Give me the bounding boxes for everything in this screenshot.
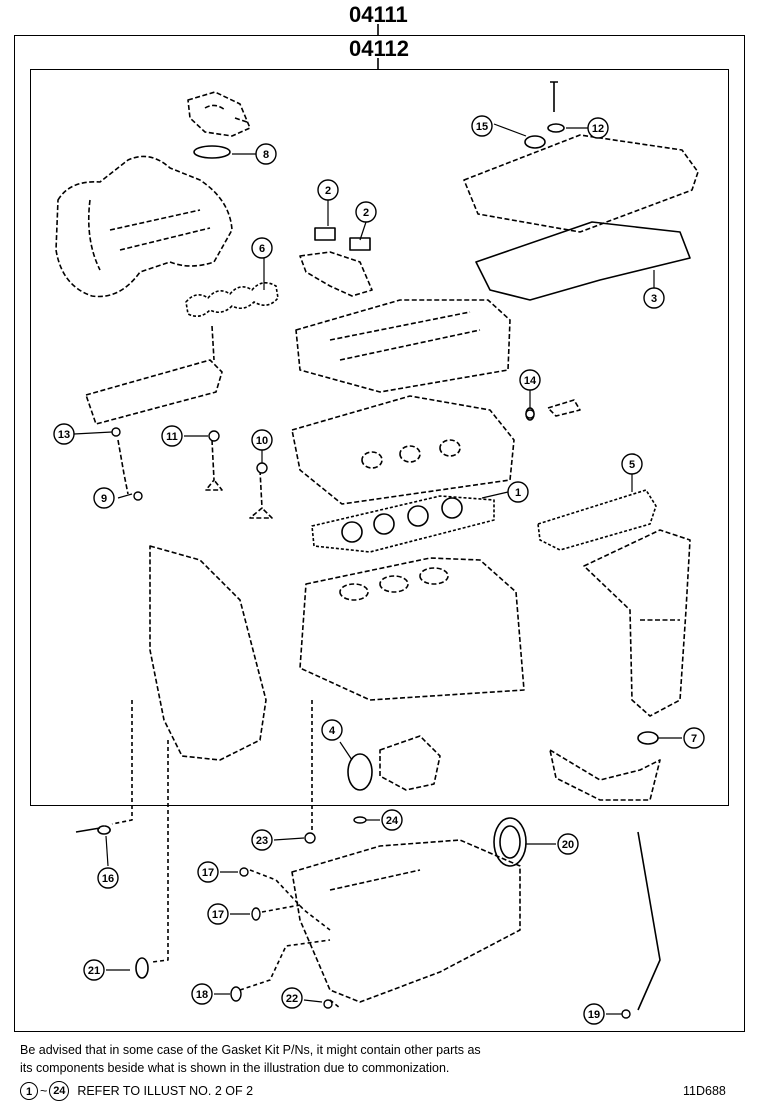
svg-text:8: 8	[263, 149, 269, 161]
callout-23: 23	[251, 829, 273, 851]
callout-7: 7	[683, 727, 705, 749]
svg-text:7: 7	[691, 733, 697, 745]
svg-text:23: 23	[256, 835, 268, 847]
callout-19: 19	[583, 1003, 605, 1025]
callout-21: 21	[83, 959, 105, 981]
svg-text:17: 17	[202, 867, 214, 879]
callout-4: 4	[321, 719, 343, 741]
svg-text:14: 14	[524, 375, 537, 387]
small-gasket-2b-drawing	[349, 237, 371, 251]
svg-text:22: 22	[286, 993, 298, 1005]
callout-13: 13	[53, 423, 75, 445]
vvt-actuator-drawing	[299, 251, 373, 297]
callout-9: 9	[93, 487, 115, 509]
svg-text:16: 16	[102, 873, 114, 885]
svg-text:3: 3	[651, 293, 657, 305]
cylinder-head-drawing	[291, 395, 515, 505]
ref-end-callout: 24	[49, 1081, 70, 1101]
assembly-part-number-04112: 04112	[349, 36, 409, 61]
inner-kit-frame	[30, 69, 729, 806]
callout-17b: 17	[207, 903, 229, 925]
callout-16: 16	[97, 867, 119, 889]
ref-start-callout: 1	[20, 1082, 38, 1100]
exhaust-manifold-gasket-drawing	[537, 489, 657, 551]
reference-line: 1 ~ 24 REFER TO ILLUST NO. 2 OF 2	[20, 1081, 253, 1101]
svg-text:10: 10	[256, 435, 268, 447]
throttle-body-drawing	[187, 91, 251, 137]
svg-text:20: 20	[562, 839, 574, 851]
water-inlet-drawing	[379, 735, 441, 791]
fuel-rail-drawing	[85, 325, 223, 425]
callout-6: 6	[251, 237, 273, 259]
svg-text:21: 21	[88, 965, 100, 977]
exhaust-front-pipe-drawing	[549, 749, 661, 801]
svg-text:11: 11	[166, 431, 178, 443]
svg-text:4: 4	[329, 725, 336, 737]
callout-15: 15	[471, 115, 493, 137]
cylinder-block-drawing	[299, 557, 525, 701]
timing-chain-cover-drawing	[149, 545, 267, 761]
callout-18: 18	[191, 983, 213, 1005]
callout-10: 10	[251, 429, 273, 451]
commonization-note-line-1: Be advised that in some case of the Gask…	[20, 1043, 481, 1057]
svg-text:2: 2	[363, 207, 369, 219]
camshaft-bearing-caps-drawing	[295, 299, 511, 393]
intake-valve-drawing	[205, 439, 223, 491]
svg-text:1: 1	[515, 487, 521, 499]
callout-24: 24	[381, 809, 403, 831]
svg-text:12: 12	[592, 123, 604, 135]
svg-text:5: 5	[629, 459, 635, 471]
svg-text:13: 13	[58, 429, 70, 441]
callout-2b: 2	[355, 201, 377, 223]
ref-separator: ~	[40, 1084, 48, 1098]
exhaust-valve-drawing	[249, 469, 273, 519]
exhaust-manifold-catalyst-drawing	[583, 529, 691, 717]
callout-5: 5	[621, 453, 643, 475]
oil-seal-4-drawing	[347, 753, 373, 791]
callout-17a: 17	[197, 861, 219, 883]
callout-2a: 2	[317, 179, 339, 201]
illustration-code: 11D688	[683, 1084, 726, 1098]
svg-text:6: 6	[259, 243, 265, 255]
svg-text:9: 9	[101, 493, 107, 505]
svg-text:2: 2	[325, 185, 331, 197]
intake-manifold-drawing	[55, 155, 233, 298]
callout-11: 11	[161, 425, 183, 447]
assembly-part-number-04111: 04111	[349, 2, 408, 27]
valve-cover-gasket-drawing	[475, 221, 691, 301]
small-gasket-2a-drawing	[314, 227, 336, 241]
o-ring-8-drawing	[193, 145, 231, 159]
commonization-note-line-2: its components beside what is shown in t…	[20, 1061, 450, 1075]
outer-kit-frame	[14, 35, 745, 1032]
callout-20: 20	[557, 833, 579, 855]
callout-3: 3	[643, 287, 665, 309]
valve-cover-drawing	[463, 134, 699, 233]
callout-8: 8	[255, 143, 277, 165]
svg-text:18: 18	[196, 989, 208, 1001]
svg-text:19: 19	[588, 1009, 600, 1021]
head-gasket-drawing	[311, 495, 495, 553]
valve-stem-13-drawing	[117, 439, 129, 495]
ref-text: REFER TO ILLUST NO. 2 OF 2	[77, 1084, 254, 1098]
oil-pan-drawing	[291, 839, 521, 1003]
callout-22: 22	[281, 987, 303, 1009]
callout-1: 1	[507, 481, 529, 503]
callout-12: 12	[587, 117, 609, 139]
callout-14: 14	[519, 369, 541, 391]
svg-text:24: 24	[386, 815, 399, 827]
oil-dipstick-drawing	[637, 831, 661, 1011]
svg-text:17: 17	[212, 909, 224, 921]
svg-text:15: 15	[476, 121, 488, 133]
